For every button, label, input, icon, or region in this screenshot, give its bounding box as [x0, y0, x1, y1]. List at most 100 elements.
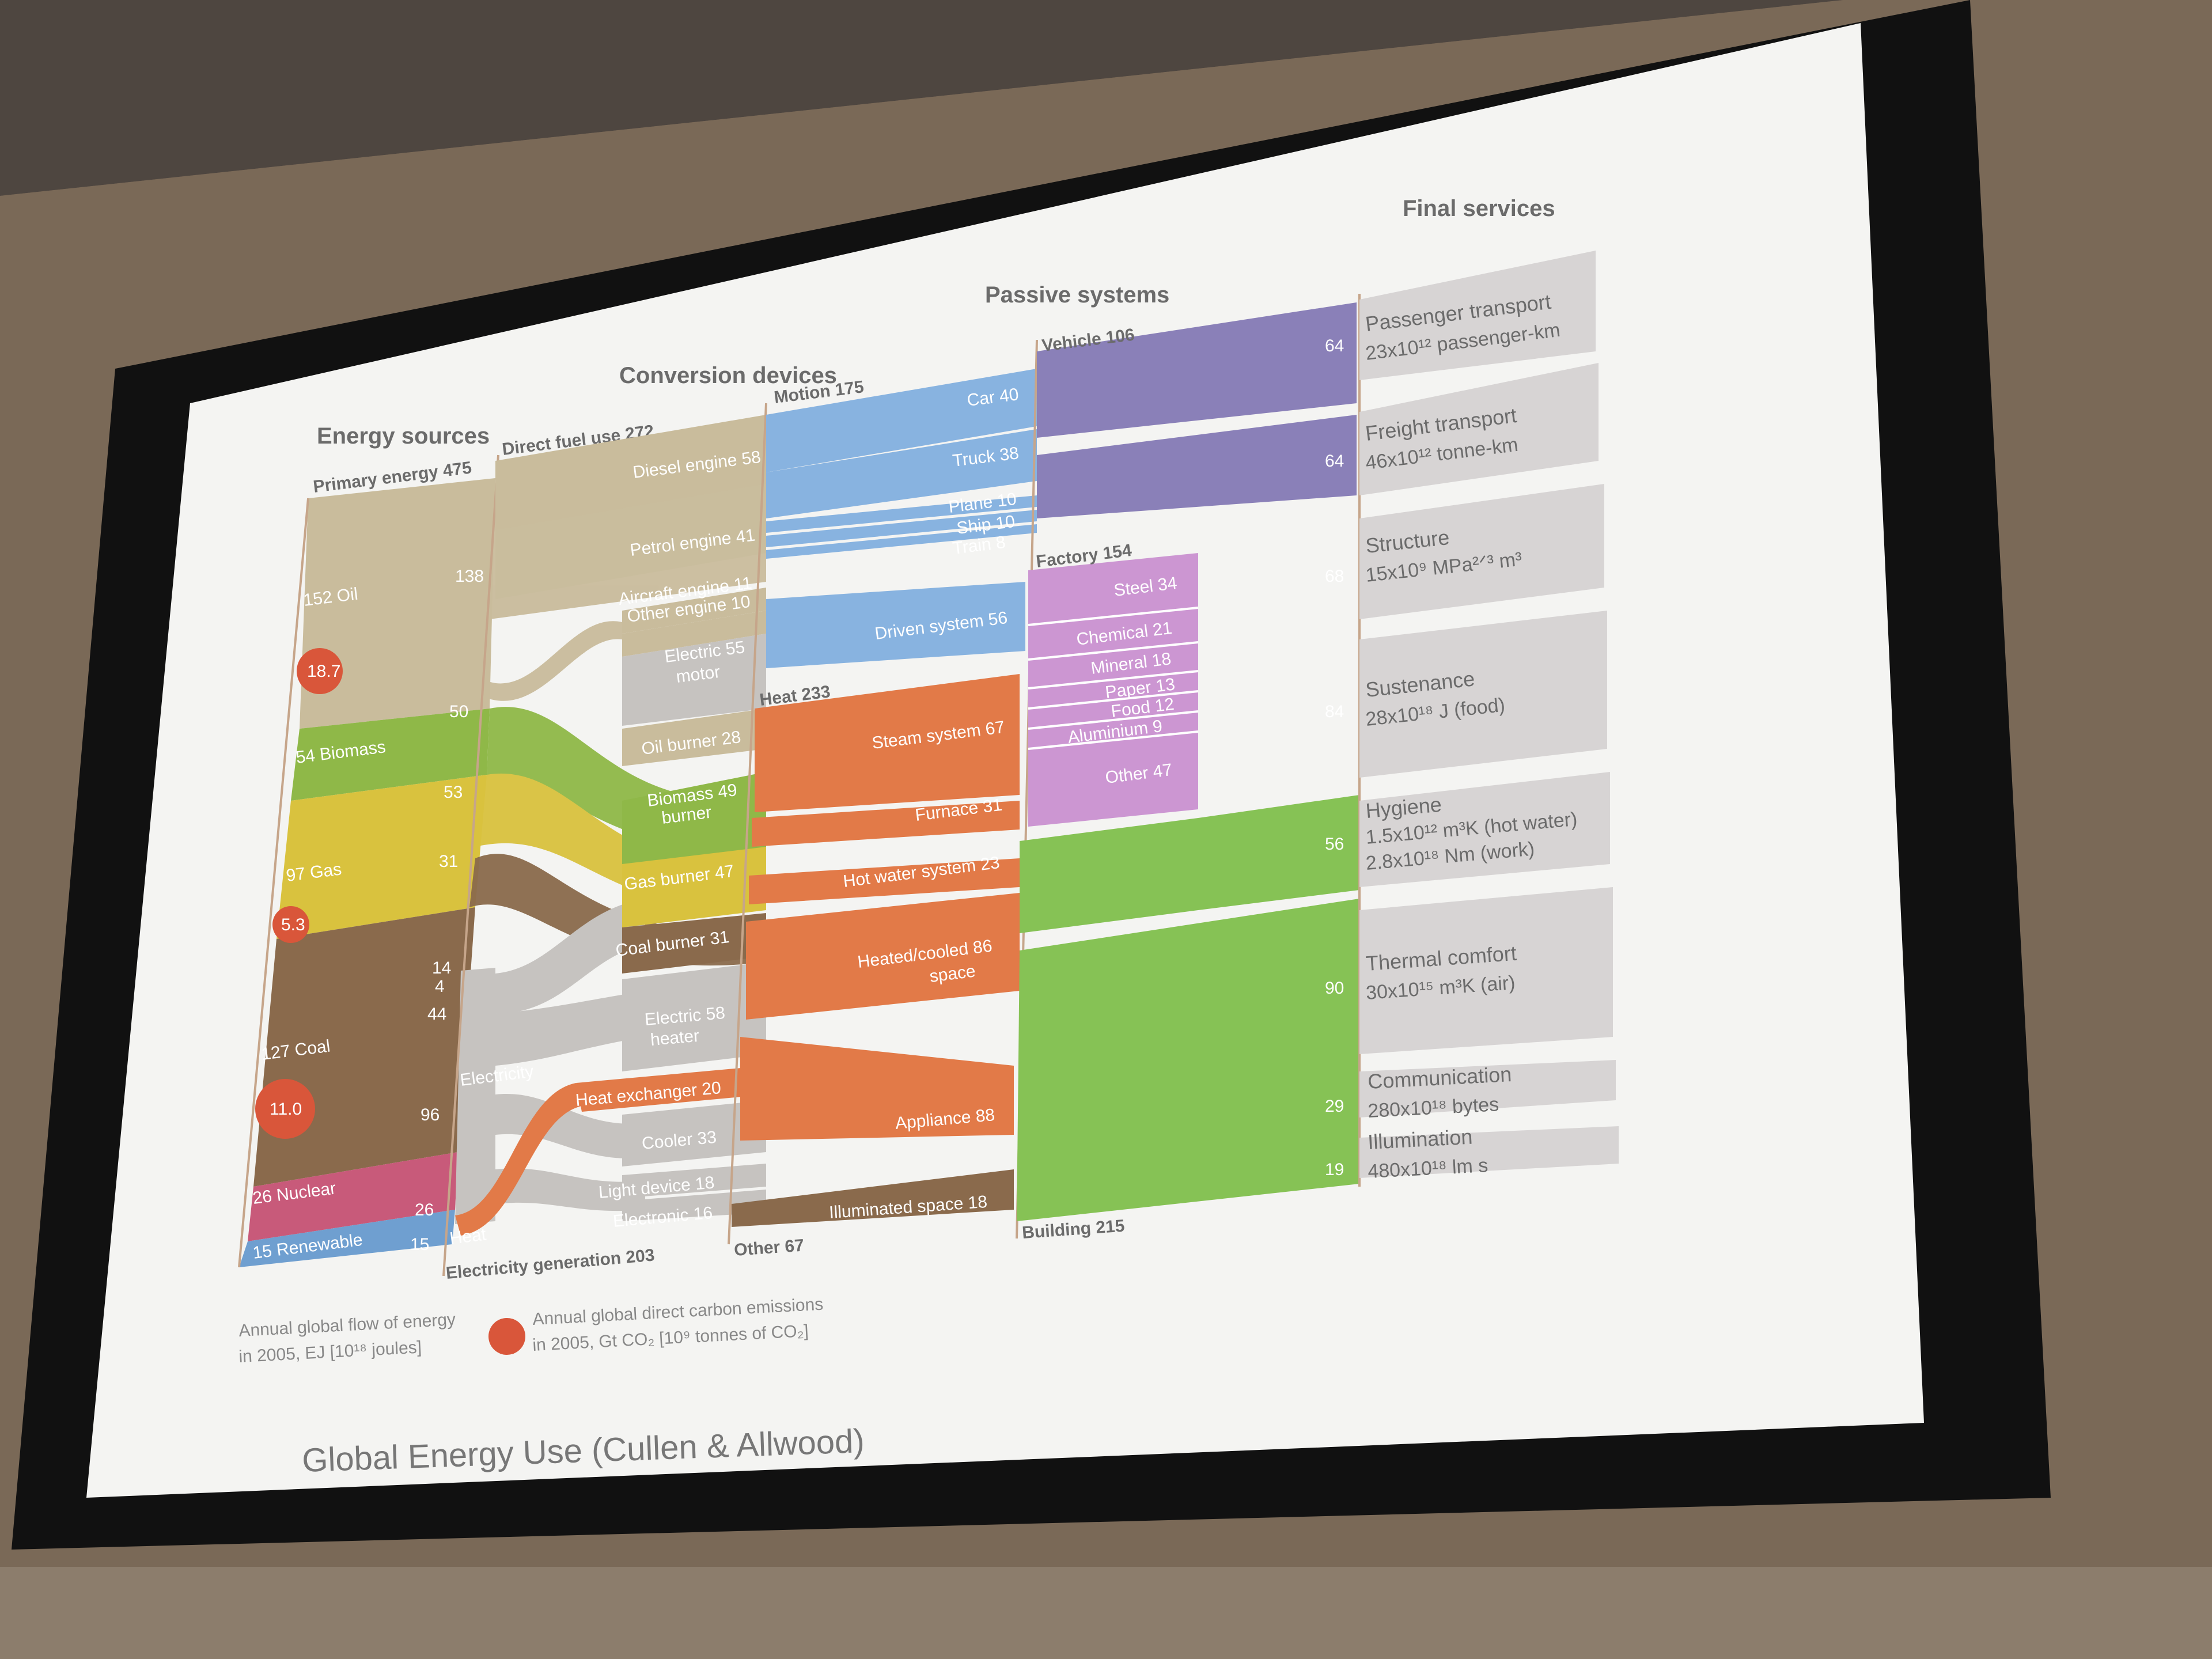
factory-divider-3	[1028, 670, 1199, 690]
service-value-illumination: 19	[1325, 1160, 1344, 1179]
source-value-26: 26	[415, 1200, 434, 1219]
emission-gas-circle	[272, 906, 309, 943]
emission-gas: 5.3	[272, 906, 309, 943]
legend-emission-circle	[488, 1318, 525, 1355]
device-gas-burner	[622, 847, 766, 927]
source-value-biomass: 50	[449, 702, 468, 721]
vehicle-freight	[1037, 415, 1357, 518]
col-title-conversion-devices: Conversion devices	[619, 363, 837, 388]
source-value-44: 44	[427, 1005, 446, 1024]
service-box-hygiene	[1359, 772, 1610, 887]
heat-block	[732, 674, 1020, 1227]
electricity-node	[455, 968, 495, 1224]
flow-electricity-light	[495, 1168, 645, 1211]
device-oil-burner	[622, 709, 766, 766]
building-lower	[1017, 899, 1359, 1221]
ceiling	[0, 0, 2212, 196]
oil-band	[300, 478, 495, 729]
vehicle-passenger	[1037, 302, 1357, 438]
gas-band	[276, 775, 487, 939]
service-boxes	[1359, 251, 1619, 1178]
device-heat-exchanger	[576, 1066, 766, 1112]
motion-train	[766, 524, 1037, 559]
device-petrol	[495, 484, 766, 599]
col-title-final-services: Final services	[1403, 196, 1555, 221]
factory-divider-6	[1028, 730, 1199, 750]
source-value-gas: 53	[444, 783, 463, 802]
factory-divider-4	[1028, 690, 1199, 710]
service-box-thermal	[1359, 887, 1613, 1054]
source-value-14: 14	[432, 959, 451, 978]
flow-heat-exchanger	[455, 1083, 582, 1236]
service-box-passenger	[1359, 251, 1596, 380]
heat-heated-space	[746, 893, 1020, 1020]
motion-truck	[766, 429, 1037, 518]
emission-oil-circle	[297, 648, 343, 694]
biomass-band	[291, 709, 490, 801]
renewable-band	[239, 1210, 455, 1267]
factory-divider-5	[1028, 710, 1199, 730]
direct-fuel-axis	[442, 454, 499, 1277]
nuclear-band	[248, 1152, 458, 1241]
emission-oil-value: 18.7	[307, 662, 340, 681]
vehicle-block	[1037, 302, 1357, 518]
device-label-heater: heater	[650, 1027, 700, 1050]
device-biomass-burner	[622, 772, 766, 876]
service-box-illumination	[1359, 1126, 1619, 1178]
heat-illuminated	[732, 1169, 1014, 1227]
motion-car	[766, 369, 1037, 472]
service-box-freight	[1359, 363, 1599, 495]
node-heat-small: Heat	[449, 1225, 488, 1248]
device-axis	[728, 403, 767, 1245]
motion-plane	[766, 495, 1037, 533]
wall-base	[0, 1567, 2212, 1659]
device-electric-motor	[622, 634, 766, 726]
motion-driven	[766, 582, 1025, 668]
building-sustenance	[1198, 795, 1359, 910]
device-other-engine	[622, 611, 766, 657]
service-illumination: Illumination 480x10¹⁸ lm s	[1367, 1125, 1488, 1183]
service-box-structure	[1359, 484, 1604, 619]
col-title-passive-systems: Passive systems	[985, 282, 1169, 308]
factory-divider-2	[1028, 641, 1199, 661]
service-value-structure: 68	[1325, 567, 1344, 586]
device-band	[495, 415, 766, 1221]
heat-hot-water	[749, 858, 1020, 904]
flow-oil-electricity	[484, 621, 622, 701]
device-aircraft	[622, 588, 766, 634]
service-value-passenger: 64	[1325, 336, 1344, 355]
service-value-sustenance: 84	[1325, 702, 1344, 721]
primary-energy-axis	[238, 498, 309, 1268]
col-title-energy-sources: Energy sources	[317, 423, 490, 449]
emission-gas-value: 5.3	[281, 915, 305, 934]
device-cooler	[622, 1100, 766, 1166]
heat-furnace	[752, 801, 1020, 847]
service-value-freight: 64	[1325, 452, 1344, 471]
device-coal-burner	[622, 913, 766, 974]
service-value-hygiene: 56	[1325, 835, 1344, 854]
motion-ship	[766, 510, 1037, 547]
device-diesel	[495, 415, 766, 530]
factory-block	[1028, 553, 1199, 827]
building-upper	[1020, 818, 1198, 933]
service-hygiene: Hygiene 1.5x10¹² m³K (hot water) 2.8x10¹…	[1365, 793, 1578, 874]
service-title-illumination: Illumination	[1367, 1125, 1473, 1154]
source-value-4: 4	[435, 977, 445, 996]
service-value-thermal: 90	[1325, 979, 1344, 998]
emission-coal: 11.0	[255, 1079, 315, 1139]
source-value-coal-direct: 31	[439, 852, 458, 871]
flow-electricity-motor	[495, 899, 645, 1014]
emission-oil: 18.7	[297, 648, 343, 694]
source-value-oil-direct: 138	[455, 567, 484, 586]
service-box-communication	[1359, 1060, 1616, 1118]
motion-block	[766, 369, 1037, 668]
emission-coal-circle	[255, 1079, 315, 1139]
device-electric-heater	[622, 962, 766, 1071]
source-value-15: 15	[410, 1235, 429, 1254]
service-value-communication: 29	[1325, 1097, 1344, 1116]
heat-appliance	[740, 1037, 1014, 1141]
heat-steam	[755, 674, 1020, 812]
flow-electricity-cooler	[495, 1094, 645, 1159]
flow-electricity-heater	[495, 991, 645, 1066]
service-box-sustenance	[1359, 611, 1607, 778]
